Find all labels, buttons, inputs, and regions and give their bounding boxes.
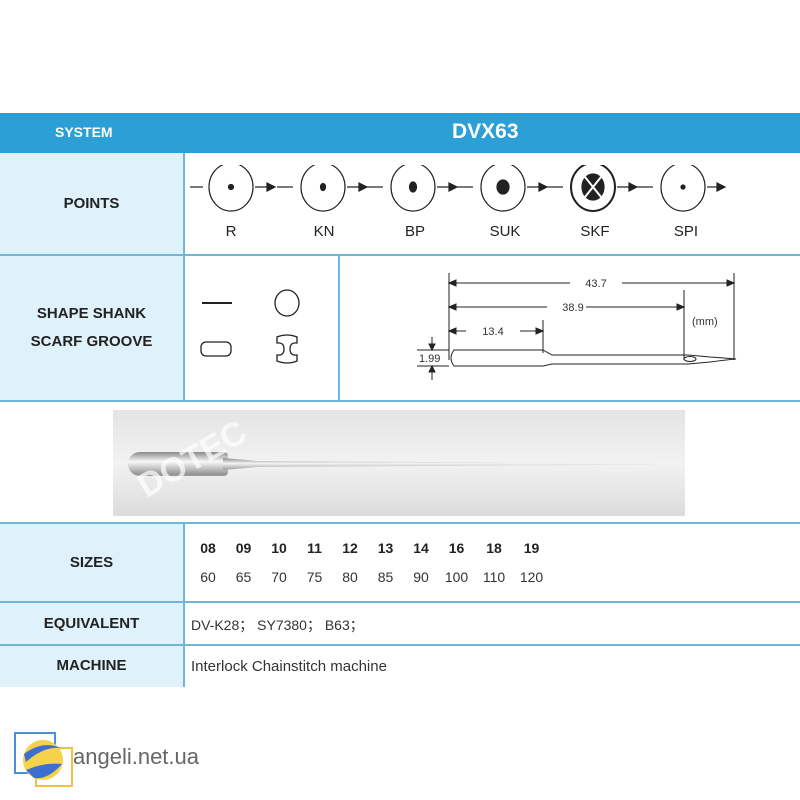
point-name: BP <box>404 223 425 240</box>
size-metric: 85 <box>377 569 394 585</box>
size-metric: 75 <box>306 569 323 585</box>
size-number: 16 <box>448 540 465 556</box>
dim-diameter: 1.99 <box>419 353 440 365</box>
scarf-groove-label: SCARF GROOVE <box>30 332 153 350</box>
size-number: 13 <box>377 540 394 556</box>
size-metric: 80 <box>342 569 358 585</box>
point-suk-icon <box>457 165 549 212</box>
needle-blade <box>223 458 653 470</box>
dim-unit: (mm) <box>692 316 718 328</box>
shape-shank-label: SHAPE SHANK <box>36 304 147 322</box>
size-number: 10 <box>271 540 287 556</box>
divider <box>0 522 800 524</box>
size-metric: 60 <box>200 569 216 585</box>
size-number: 09 <box>235 540 252 556</box>
size-metric: 70 <box>271 569 287 585</box>
dim-to-eye: 38.9 <box>562 302 583 314</box>
divider <box>338 255 340 401</box>
point-kn-icon <box>277 165 369 212</box>
groove-icon <box>276 334 298 364</box>
divider <box>0 254 800 256</box>
point-name: SKF <box>580 223 610 240</box>
needle-dimension-drawing: 43.7 38.9 13.4 1.99 (mm) <box>417 273 737 380</box>
point-name: SUK <box>489 223 521 240</box>
needle-outline <box>450 349 737 367</box>
size-metric: 110 <box>482 569 506 585</box>
round-shank-icon <box>274 289 300 317</box>
system-label: SYSTEM <box>55 124 113 140</box>
divider <box>183 153 185 401</box>
shape-label: SHAPE SHANK SCARF GROOVE <box>0 255 183 400</box>
size-number: 08 <box>200 540 216 556</box>
divider <box>0 601 800 603</box>
size-number: 12 <box>342 540 358 556</box>
points-diagram <box>190 165 727 212</box>
needle-shank <box>128 452 228 476</box>
point-name: SPI <box>673 223 699 240</box>
size-number: 19 <box>523 540 540 556</box>
size-number: 18 <box>486 540 502 556</box>
point-r-icon <box>190 165 277 212</box>
equivalent-label: EQUIVALENT <box>0 602 183 645</box>
sizes-label: SIZES <box>0 523 183 602</box>
equivalent-value: DV-K28； SY7380； B63； <box>191 617 364 633</box>
needle-photo: DOTEC <box>113 410 685 516</box>
point-spi-icon <box>637 165 727 212</box>
machine-label: MACHINE <box>0 645 183 687</box>
divider <box>0 400 800 402</box>
header-bar: SYSTEM DVX63 <box>0 113 800 153</box>
dim-total: 43.7 <box>585 278 606 290</box>
logo-text: angeli.net.ua <box>73 744 199 769</box>
size-metric: 90 <box>413 569 429 585</box>
size-metric: 120 <box>519 569 544 585</box>
angeli-logo-icon <box>14 732 73 787</box>
divider <box>183 523 185 687</box>
point-bp-icon <box>367 165 459 212</box>
machine-value: Interlock Chainstitch machine <box>191 658 387 675</box>
size-metric: 65 <box>235 569 252 585</box>
size-number: 11 <box>307 540 322 556</box>
dim-shank: 13.4 <box>482 326 503 338</box>
point-name: R <box>225 223 237 240</box>
point-skf-icon <box>547 165 639 212</box>
shape-icons <box>200 289 300 364</box>
scarf-icon <box>200 341 232 357</box>
point-name: KN <box>313 223 335 240</box>
size-number: 14 <box>413 540 429 556</box>
points-label: POINTS <box>0 153 183 255</box>
system-value: DVX63 <box>452 120 519 143</box>
divider <box>0 644 800 646</box>
size-metric: 100 <box>444 569 469 585</box>
